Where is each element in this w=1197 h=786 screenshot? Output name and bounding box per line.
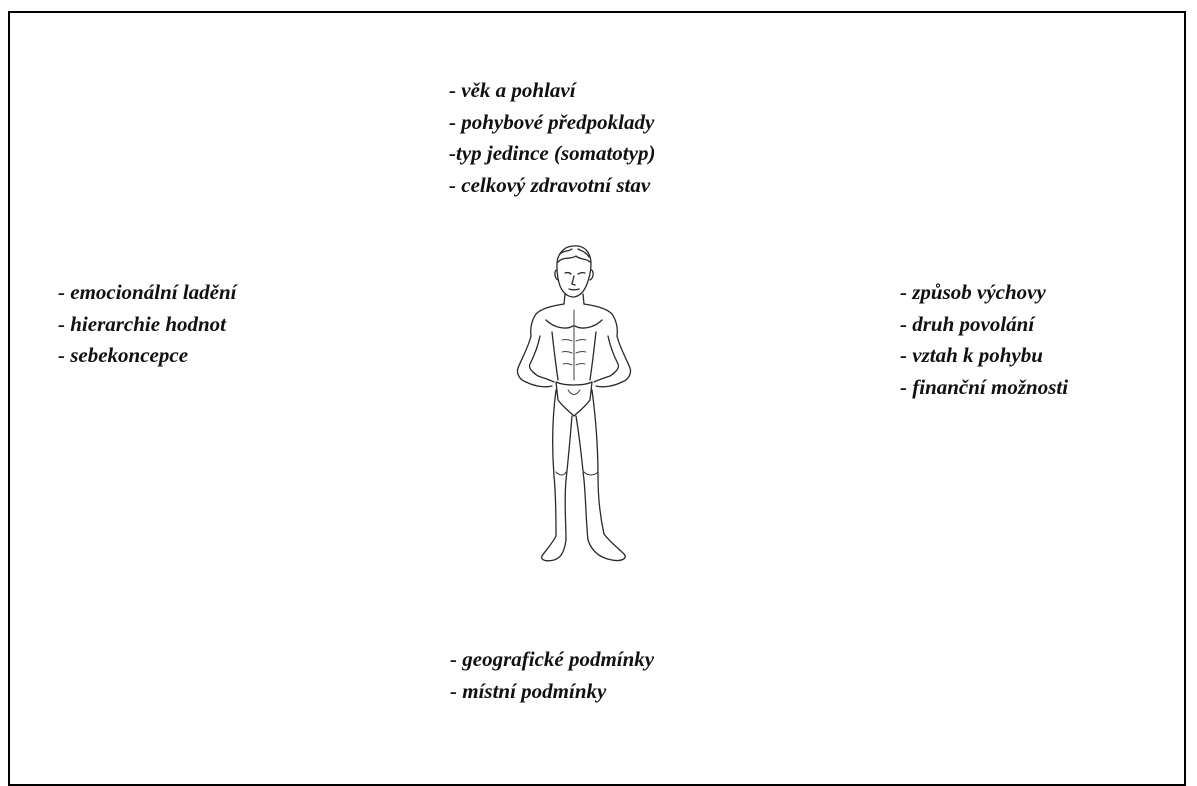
- left-factors-list: - emocionální ladění - hierarchie hodnot…: [58, 277, 237, 372]
- top-factors-list: - věk a pohlaví - pohybové předpoklady -…: [449, 75, 655, 201]
- left-factor-values: - hierarchie hodnot: [58, 309, 237, 341]
- top-factor-age-sex: - věk a pohlaví: [449, 75, 655, 107]
- bottom-factor-local: - místní podmínky: [450, 676, 654, 708]
- top-factor-somatotype: -typ jedince (somatotyp): [449, 138, 655, 170]
- top-factor-health: - celkový zdravotní stav: [449, 170, 655, 202]
- left-factor-emotion: - emocionální ladění: [58, 277, 237, 309]
- human-figure-illustration: [494, 240, 664, 572]
- bottom-factors-list: - geografické podmínky - místní podmínky: [450, 644, 654, 707]
- right-factors-list: - způsob výchovy - druh povolání - vztah…: [900, 277, 1068, 403]
- bottom-factor-geographic: - geografické podmínky: [450, 644, 654, 676]
- right-factor-occupation: - druh povolání: [900, 309, 1068, 341]
- right-factor-upbringing: - způsob výchovy: [900, 277, 1068, 309]
- right-factor-finances: - finanční možnosti: [900, 372, 1068, 404]
- top-factor-motor-abilities: - pohybové předpoklady: [449, 107, 655, 139]
- right-factor-movement-attitude: - vztah k pohybu: [900, 340, 1068, 372]
- left-factor-self-concept: - sebekoncepce: [58, 340, 237, 372]
